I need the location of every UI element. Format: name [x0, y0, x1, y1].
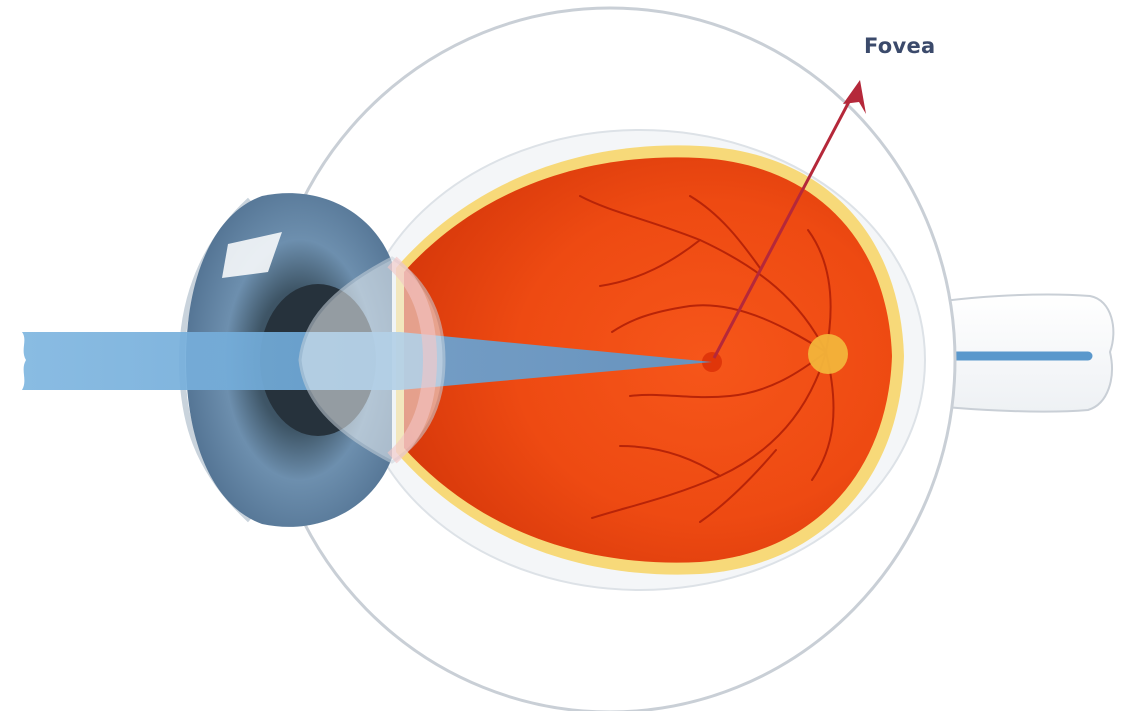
optic-disc	[808, 334, 848, 374]
fovea-label: Fovea	[864, 34, 936, 58]
